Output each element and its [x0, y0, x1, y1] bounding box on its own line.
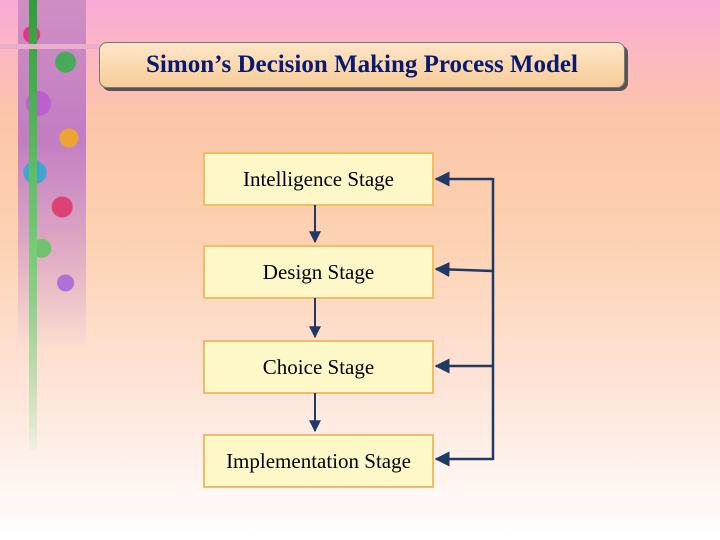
- stage-box-implementation: Implementation Stage: [203, 434, 434, 488]
- stage-box-design: Design Stage: [203, 245, 434, 299]
- decorative-horizontal-bar: [0, 44, 110, 49]
- slide-title: Simon’s Decision Making Process Model: [99, 42, 625, 88]
- stage-box-intelligence: Intelligence Stage: [203, 152, 434, 206]
- stage-box-choice: Choice Stage: [203, 340, 434, 394]
- decorative-vertical-bar: [29, 0, 37, 450]
- feedback-arrow-design: [434, 261, 494, 277]
